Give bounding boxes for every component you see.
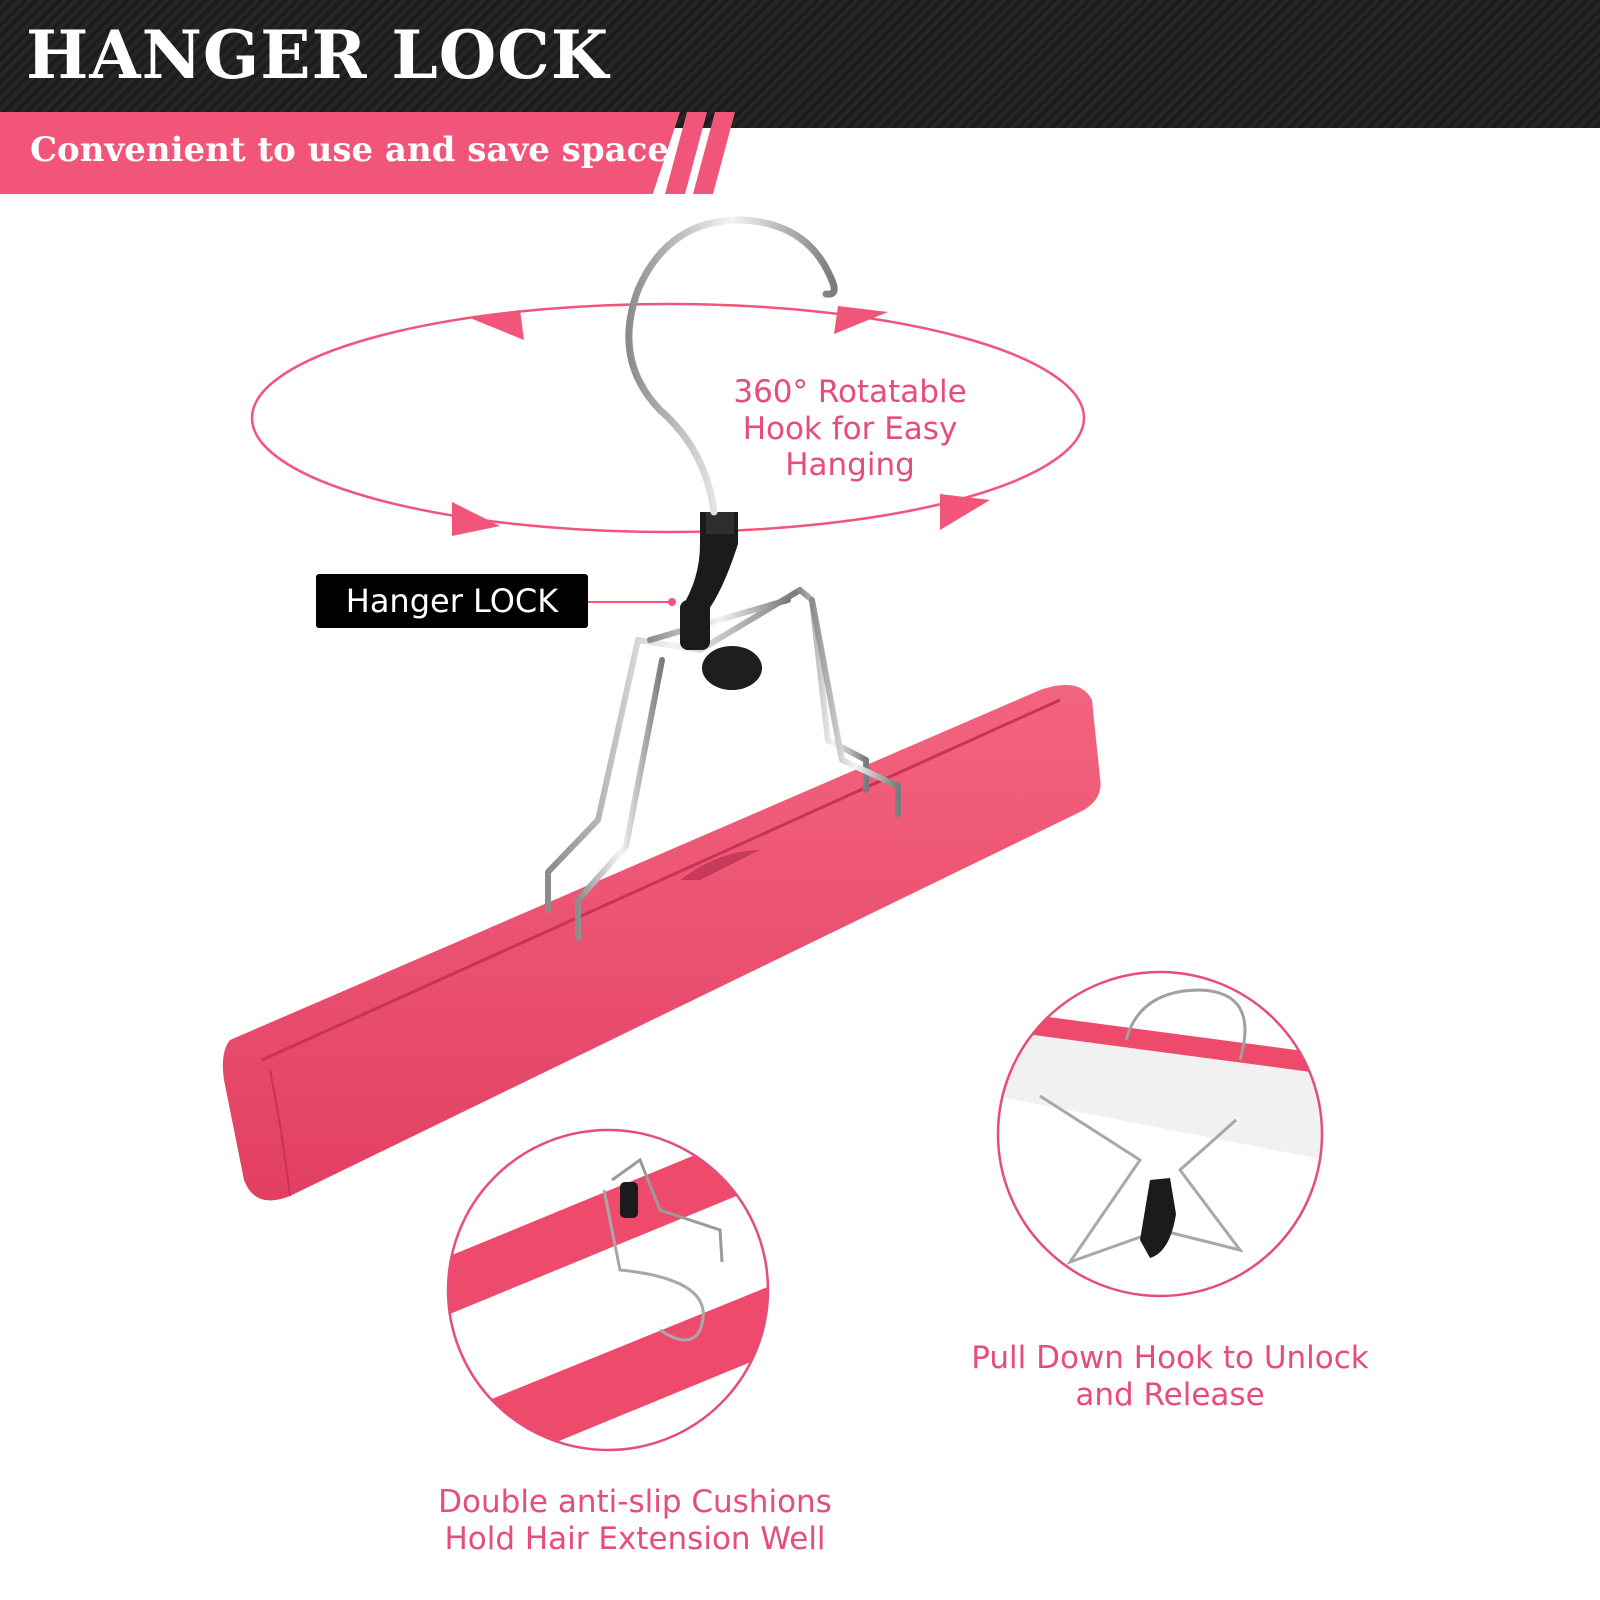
unlock-callout: Pull Down Hook to Unlock and Release	[945, 1340, 1395, 1413]
cushion-callout: Double anti-slip Cushions Hold Hair Exte…	[405, 1484, 865, 1557]
hanger-bar	[222, 684, 1101, 1201]
hanger-lock-label: Hanger LOCK	[316, 574, 588, 628]
subtitle-banner	[0, 112, 680, 194]
rotation-arrows-icon	[250, 302, 1086, 536]
page-subtitle: Convenient to use and save space	[30, 130, 669, 170]
header-band	[0, 0, 1600, 128]
lock-pointer-dot	[668, 598, 676, 606]
page-title: HANGER LOCK	[26, 16, 610, 94]
hook-icon	[625, 216, 838, 516]
hanger-wire	[545, 587, 901, 941]
cushion-callout-text: Double anti-slip Cushions Hold Hair Exte…	[438, 1484, 832, 1557]
rotatable-hook-callout: 360° Rotatable Hook for Easy Hanging	[690, 374, 1010, 484]
detail-circle-cushion	[446, 1128, 770, 1452]
rotatable-hook-callout-text: 360° Rotatable Hook for Easy Hanging	[733, 374, 967, 484]
detail-circle-unlock	[996, 970, 1324, 1298]
hanger-lock-block	[680, 512, 762, 690]
unlock-callout-text: Pull Down Hook to Unlock and Release	[971, 1340, 1369, 1413]
